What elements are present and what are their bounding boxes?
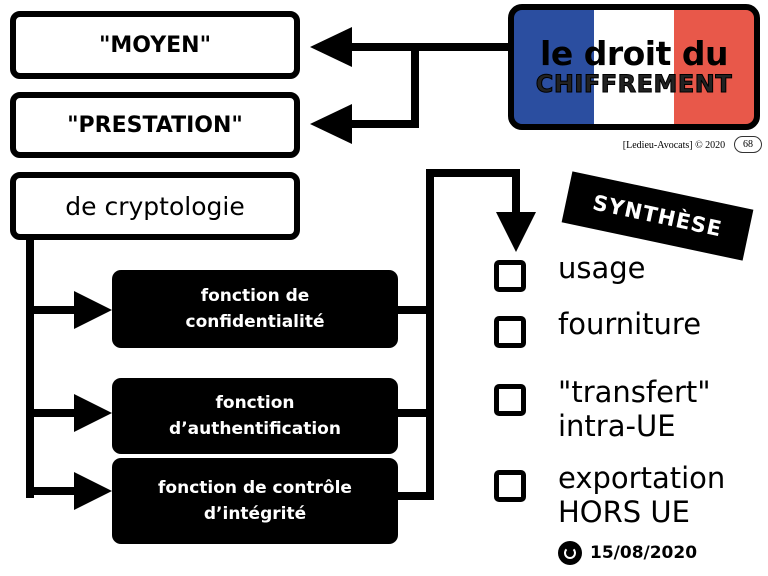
checklist-label: fourniture bbox=[558, 307, 702, 341]
checklist-item: usage bbox=[494, 251, 764, 298]
cryptologie-box: de cryptologie bbox=[10, 172, 300, 240]
checklist-label: usage bbox=[558, 251, 646, 285]
function-label: fonction de contrôle d’intégrité bbox=[158, 477, 352, 524]
prestation-box: "PRESTATION" bbox=[10, 92, 300, 158]
checklist-label: "transfert" intra-UE bbox=[558, 375, 711, 443]
logo-subtitle: CHIFFREMENT bbox=[535, 69, 733, 98]
function-label: fonction de confidentialité bbox=[185, 285, 325, 332]
credit-text: [Ledieu-Avocats] © 2020 bbox=[622, 139, 726, 151]
prestation-label: "PRESTATION" bbox=[67, 112, 243, 138]
chiffrement-logo: le droit du CHIFFREMENT bbox=[508, 4, 760, 130]
checkbox-icon bbox=[494, 384, 526, 416]
checklist-item: fourniture bbox=[494, 307, 764, 354]
function-integrite: fonction de contrôle d’intégrité bbox=[112, 458, 398, 544]
function-confidentialite: fonction de confidentialité bbox=[112, 270, 398, 348]
date-stamp: 15/08/2020 bbox=[558, 541, 697, 565]
page-number: 68 bbox=[734, 136, 762, 153]
cryptologie-label: de cryptologie bbox=[65, 191, 245, 221]
checkbox-icon bbox=[494, 316, 526, 348]
logo-title: le droit du bbox=[540, 34, 728, 74]
checkbox-icon bbox=[494, 260, 526, 292]
checklist-item: "transfert" intra-UE bbox=[494, 375, 764, 462]
function-authentification: fonction d’authentification bbox=[112, 378, 398, 454]
date-text: 15/08/2020 bbox=[590, 543, 698, 563]
function-label: fonction d’authentification bbox=[169, 392, 341, 439]
moyen-label: "MOYEN" bbox=[98, 32, 212, 58]
clock-icon bbox=[558, 541, 582, 565]
checklist-label: exportation HORS UE bbox=[558, 461, 726, 529]
moyen-box: "MOYEN" bbox=[10, 11, 300, 79]
checklist-item: exportation HORS UE bbox=[494, 461, 764, 548]
checkbox-icon bbox=[494, 470, 526, 502]
